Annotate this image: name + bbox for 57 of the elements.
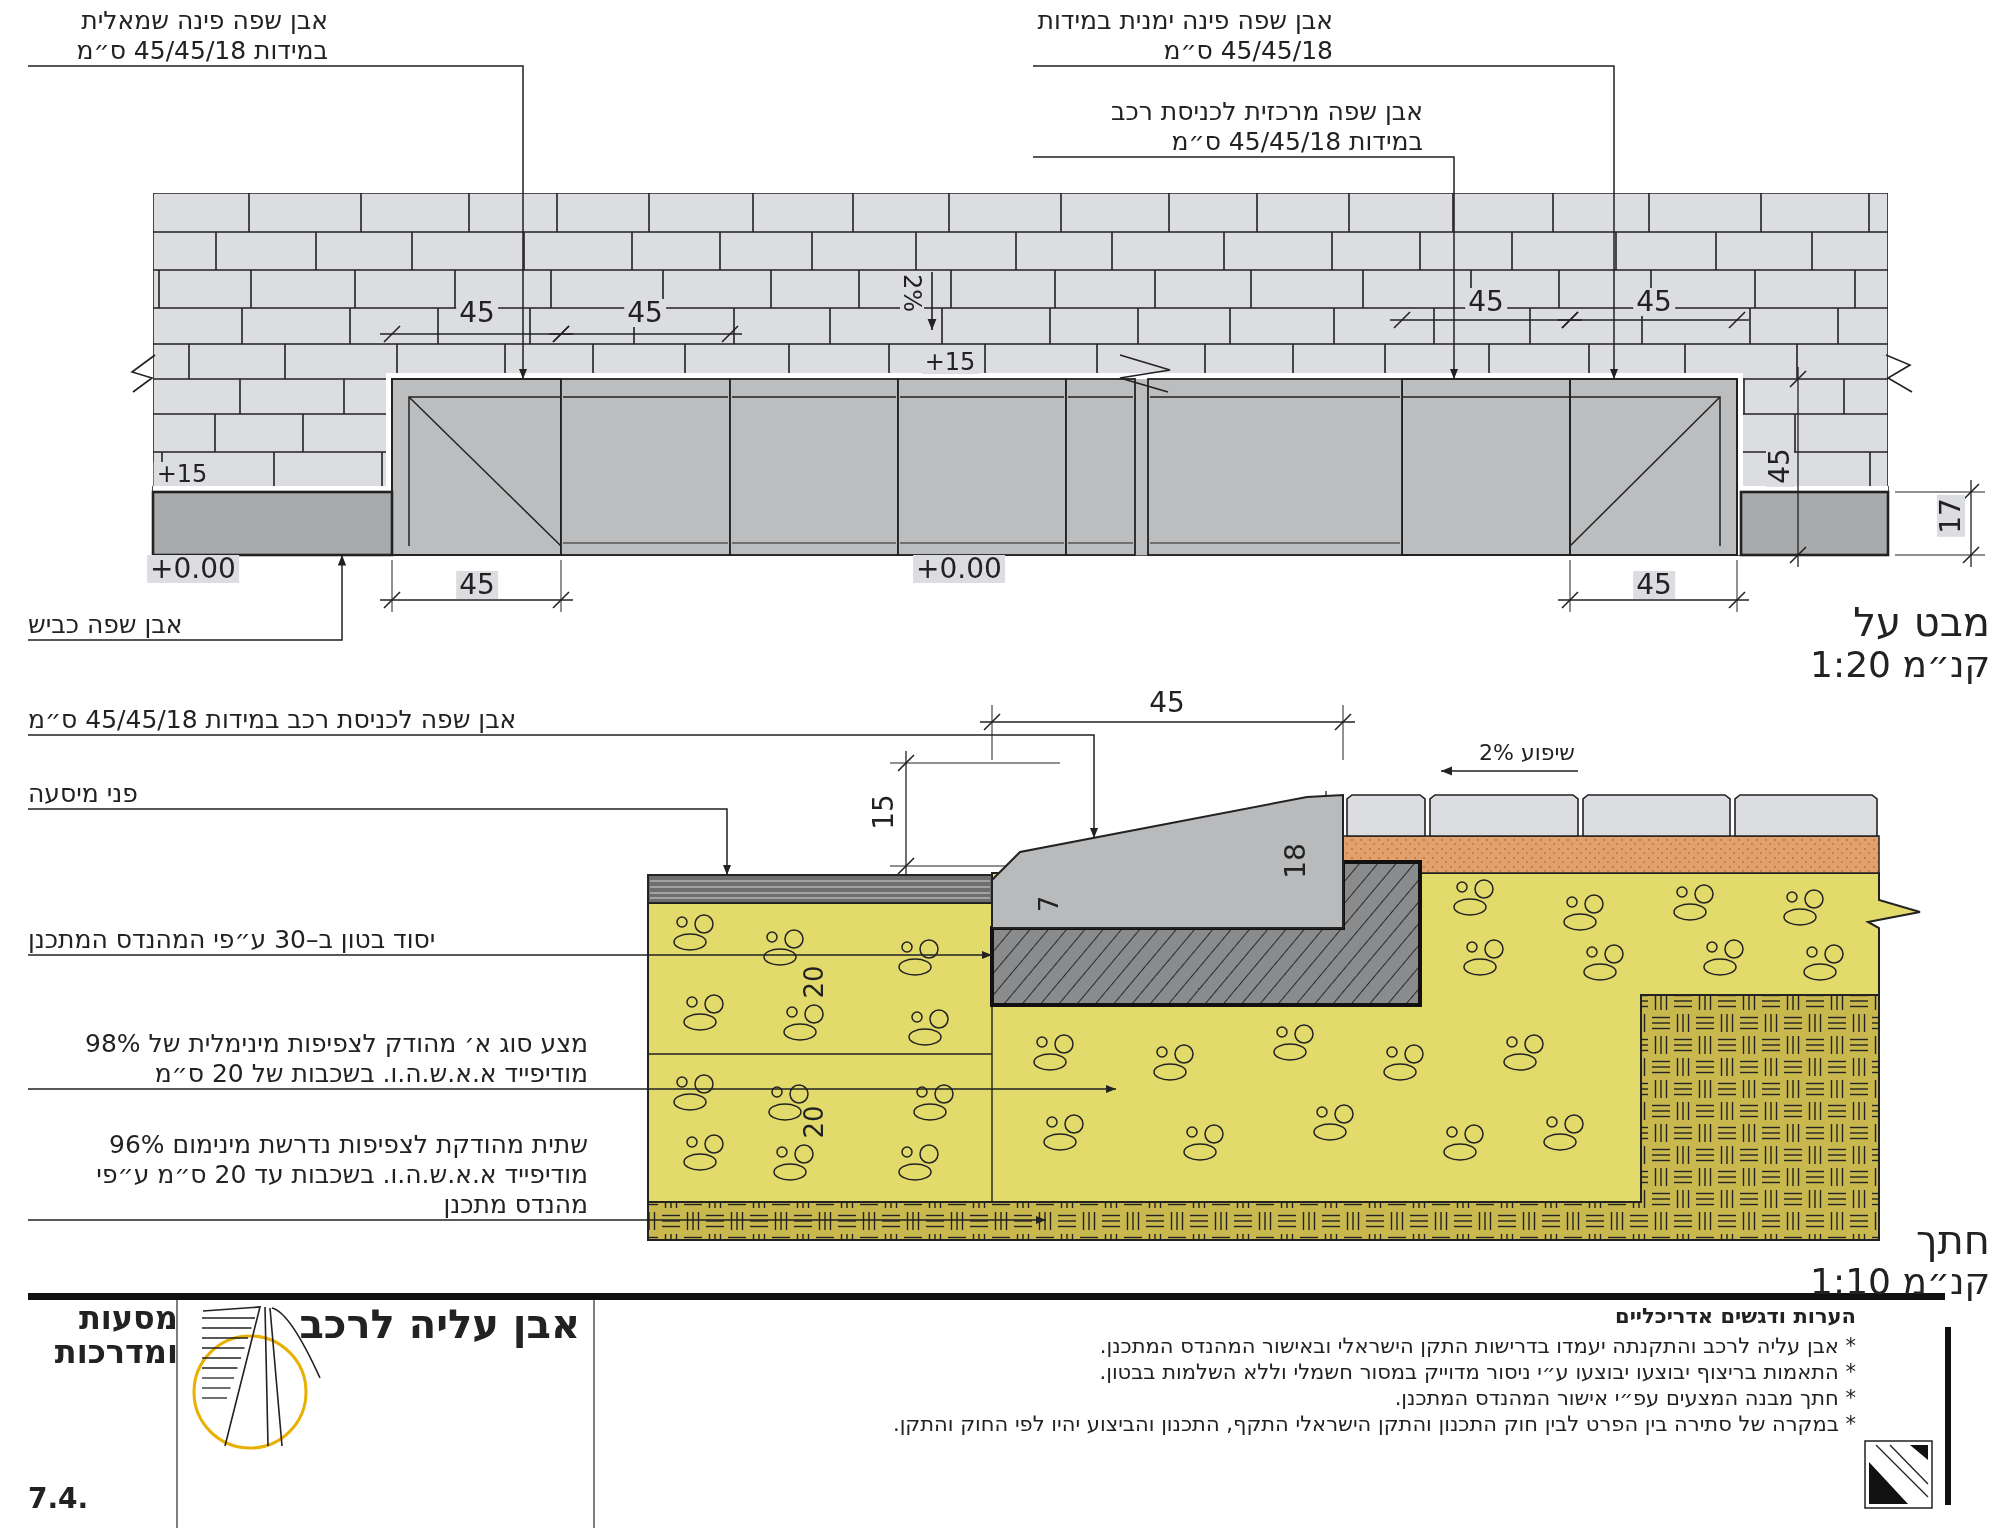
note-text: * במקרה של סתירה בין הפרט לבין חוק התכנון והתקן הישראלי התקף, התכנון והביצוע יהיו לפי החוק והתקן. xyxy=(892,1412,1856,1438)
page-number: 7.4. xyxy=(28,1482,89,1516)
elevation-label: +0.00 xyxy=(147,555,239,583)
note-text: * חתך מבנה המצעים עפ״י אישור המהנדס המתכנן. xyxy=(1394,1386,1856,1412)
dimension-label: 15 xyxy=(867,794,901,830)
leader-line xyxy=(1032,65,1619,380)
dimension-label: 18 xyxy=(1279,843,1313,879)
dimension-label: 7 xyxy=(1034,895,1066,913)
view-title: חתך xyxy=(1916,1216,1990,1264)
dimension-label: 45 xyxy=(456,571,498,599)
dimension-label: 45 xyxy=(1149,686,1185,720)
curb-stone xyxy=(897,378,1067,556)
leader-line xyxy=(27,808,732,876)
leader-line xyxy=(1032,156,1459,380)
corner-curb-stone xyxy=(391,378,562,556)
callout-text: אבן שפה לכניסת רכב במידות 45/45/18 ס״מ xyxy=(28,705,517,735)
dimension-label: 20 xyxy=(799,1105,831,1139)
curb-stone xyxy=(729,378,899,556)
curb-stone xyxy=(1065,378,1136,556)
callout-text: אבן שפה כביש xyxy=(28,610,183,640)
callout-text: יסוד בטון ב–30 ע״פי המהנדס המתכנן xyxy=(28,925,436,955)
notes-heading: הערות ודגשים אדריכליים xyxy=(1615,1304,1856,1330)
scale-label: קנ״מ 1:20 xyxy=(1810,643,1990,687)
callout-text: פני מיסעה xyxy=(28,779,138,809)
section-name: מסעות ומדרכות xyxy=(53,1302,178,1370)
callout-text: אבן שפה פינה שמאלית במידות 45/45/18 ס״מ xyxy=(28,6,328,66)
curb-stone xyxy=(1401,378,1571,556)
callout-text: מצע סוג א׳ מהודק לצפיפות מינימלית של 98% מודיפייד א.א.ש.ה.ו. בשכבות של 20 ס״מ xyxy=(28,1029,588,1089)
leader-line xyxy=(27,950,993,960)
view-title: מבט על xyxy=(1853,598,1990,646)
road-curb-strip xyxy=(1739,490,1890,557)
scale-label: קנ״מ 1:10 xyxy=(1810,1261,1990,1304)
callout-text: אבן שפה פינה ימנית במידות 45/45/18 ס״מ xyxy=(1033,6,1333,66)
leader-line xyxy=(27,65,528,380)
corner-curb-stone xyxy=(1569,378,1738,556)
drawing-title: אבן עליה לרכב xyxy=(299,1300,580,1348)
note-text: * אבן עליה לרכב והתקנתה יעמדו בדרישות התקן הישראלי ובאישור המהנדס המתכנן. xyxy=(1099,1334,1856,1360)
dimension-label: 45 xyxy=(1633,571,1675,599)
slope-label: שיפוע 2% xyxy=(1479,739,1575,767)
dimension-label: 45 xyxy=(624,299,666,327)
dimension-label: 45 xyxy=(1633,288,1675,316)
road-surface-layer xyxy=(647,874,993,904)
curb-stone xyxy=(991,793,1344,929)
callout-text: שתית מהודקת לצפיפות נדרשת מינימום 96% מודיפייד א.א.ש.ה.ו. בשכבות עד 20 ס״מ ע״פי מהנדס מתכנן xyxy=(28,1130,588,1220)
leader-line xyxy=(27,1084,1117,1094)
leader-line xyxy=(27,554,347,641)
dimension-label: 20 xyxy=(799,965,831,999)
leader-line xyxy=(27,1215,1047,1225)
curb-stone xyxy=(1147,378,1403,556)
dimension-label: 17 xyxy=(1937,495,1965,537)
callout-text: אבן שפה מרכזית לכניסת רכב במידות 45/45/18 ס״מ xyxy=(1033,97,1423,157)
elevation-label: +15 xyxy=(921,350,979,374)
road-curb-strip xyxy=(151,490,394,557)
leader-line xyxy=(27,734,1099,839)
curb-stone xyxy=(560,378,731,556)
elevation-label: +0.00 xyxy=(913,555,1005,583)
note-text: * התאמות בריצוף יבוצעו יבוצעו ע״י ניסור מדוייק במסור חשמלי וללא השלמות בבטון. xyxy=(1099,1360,1856,1386)
